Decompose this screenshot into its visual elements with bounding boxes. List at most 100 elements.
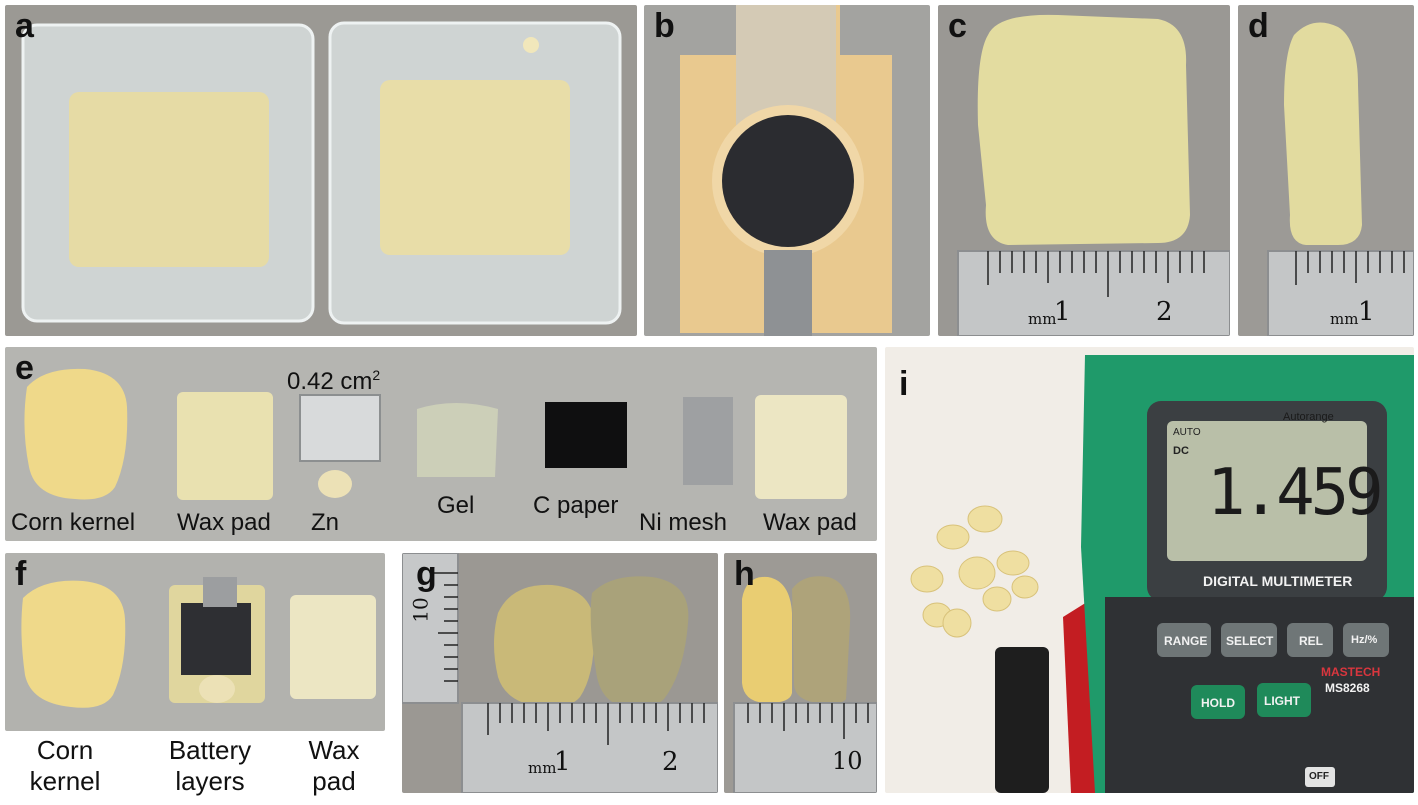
panel-e-photo: [5, 347, 877, 541]
lcd-screen: [1167, 421, 1367, 561]
panel-i-label: i: [899, 365, 909, 403]
panel-h-label: h: [734, 555, 755, 593]
panel-d-label: d: [1248, 7, 1269, 45]
ruler-tick-g-2: 2: [662, 747, 679, 777]
ruler-tick-c-1: 1: [1054, 297, 1071, 327]
panel-d-photo: [1238, 5, 1414, 336]
ruler-tick-c-2: 2: [1156, 297, 1173, 327]
corn-kernel-side: [742, 576, 792, 703]
wax-pad-2: [755, 395, 847, 499]
panel-c: c mm 1 2: [938, 5, 1230, 336]
hz-button-shape: [1343, 623, 1389, 657]
panel-i-photo: [885, 347, 1414, 793]
display-reading: 1.459: [1207, 456, 1384, 530]
button-hz: Hz/%: [1351, 634, 1378, 646]
panel-f-label: f: [15, 555, 27, 593]
ruler: [957, 250, 1230, 336]
panel-e-label: e: [15, 349, 34, 387]
rel-button-shape: [1287, 623, 1333, 657]
panel-e: e 0.42 cm2 Corn kernel Wax pad Zn Gel C …: [5, 347, 877, 541]
button-rel: REL: [1299, 634, 1323, 648]
ni-mesh: [683, 397, 733, 485]
hold-button-shape: [1191, 685, 1245, 719]
item-zn: Zn: [311, 509, 340, 536]
button-range: RANGE: [1164, 634, 1208, 648]
panel-h-photo: [724, 553, 877, 793]
ruler-tick-h-10: 10: [832, 747, 863, 775]
ruler-tick-g-1: 1: [554, 747, 571, 777]
range-button-shape: [1157, 623, 1211, 657]
ruler: [733, 702, 877, 793]
caption-battery-layers: Battery layers: [150, 735, 270, 797]
panel-a: a: [5, 5, 637, 336]
battery-side-view: [1284, 22, 1362, 245]
item-corn-kernel: Corn kernel: [11, 509, 136, 536]
panel-g-label: g: [416, 555, 437, 593]
panel-b-label: b: [654, 7, 675, 45]
ruler: [1267, 250, 1414, 336]
caption-wax-pad-line2: pad: [312, 766, 356, 797]
item-wax-pad-1: Wax pad: [177, 509, 271, 536]
zn-foil: [299, 394, 381, 462]
button-light: LIGHT: [1264, 694, 1300, 708]
dc-indicator: DC: [1173, 445, 1189, 457]
caption-corn-kernel: Corn kernel: [20, 735, 110, 797]
battery-kernel-side: [792, 576, 851, 704]
area-value: 0.42 cm: [287, 368, 373, 395]
off-marker: [1305, 767, 1335, 787]
caption-battery-layers-line2: layers: [175, 766, 245, 797]
panel-b-photo: [644, 5, 930, 336]
panel-c-photo: [938, 5, 1230, 336]
panel-f: f: [5, 553, 385, 731]
area-superscript: 2: [372, 367, 381, 383]
panel-a-photo: [5, 5, 637, 336]
caption-wax-pad-line1: Wax: [308, 735, 360, 765]
brand-text: MASTECH: [1321, 665, 1381, 679]
device-name: DIGITAL MULTIMETER: [1203, 573, 1353, 589]
item-wax-pad-2: Wax pad: [763, 509, 857, 536]
button-select: SELECT: [1226, 634, 1274, 648]
button-hold: HOLD: [1201, 696, 1235, 710]
off-label: OFF: [1309, 771, 1329, 782]
panel-a-label: a: [15, 7, 34, 45]
caption-wax-pad: Wax pad: [294, 735, 374, 797]
ruler: [461, 702, 718, 793]
item-gel: Gel: [437, 492, 475, 519]
item-c-paper: C paper: [533, 492, 619, 519]
wax-pad: [290, 595, 376, 699]
vertical-ruler: [402, 553, 459, 704]
panel-f-photo: [5, 553, 385, 731]
ruler-unit-g: mm: [528, 759, 557, 777]
panel-g-photo: [402, 553, 718, 793]
panel-h: h 10: [724, 553, 877, 793]
panel-i: i Autorange AUTO DC 1.459 DIGITAL MULTIM…: [885, 347, 1414, 793]
autorange-text: Autorange: [1283, 411, 1334, 423]
auto-indicator: AUTO: [1173, 427, 1201, 438]
caption-corn-kernel-line2: kernel: [29, 766, 101, 797]
caption-battery-layers-line1: Battery: [168, 735, 252, 765]
wax-square-left: [69, 92, 269, 267]
ruler-unit-c: mm: [1028, 310, 1057, 328]
item-ni-mesh: Ni mesh: [639, 509, 728, 536]
c-paper: [545, 402, 627, 468]
black-probe: [995, 647, 1049, 793]
corn-kernels: [910, 505, 1039, 638]
ruler-tick-d-1: 1: [1358, 297, 1375, 327]
metal-tab: [764, 250, 812, 336]
corn-kernel: [21, 580, 126, 708]
wax-pad-1: [177, 392, 273, 500]
panel-g: g 10 mm 1 2: [402, 553, 718, 793]
gel: [417, 403, 498, 477]
panel-b: b: [644, 5, 930, 336]
ruler-unit-d: mm: [1330, 310, 1359, 328]
carbon-disc: [722, 115, 854, 247]
panel-d: d mm 1: [1238, 5, 1414, 336]
corn-kernel: [24, 368, 128, 500]
corn-kernel-battery: [590, 576, 689, 708]
encapsulated-battery: [977, 14, 1190, 246]
light-button-shape: [1257, 683, 1311, 717]
area-label: 0.42 cm2: [287, 367, 380, 397]
select-button-shape: [1221, 623, 1277, 657]
model-text: MS8268: [1325, 681, 1370, 695]
wax-square-right: [380, 80, 570, 255]
